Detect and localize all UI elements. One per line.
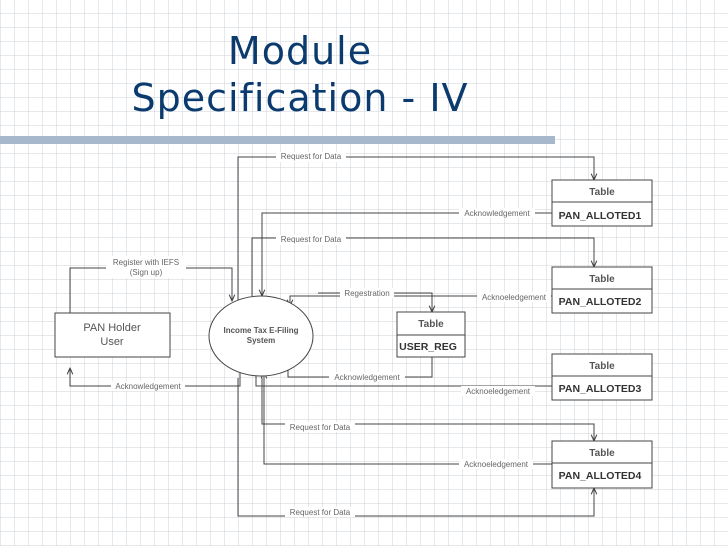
table-user-reg-name: USER_REG bbox=[399, 341, 457, 353]
label-request-3: Request for Data bbox=[290, 423, 351, 432]
label-ack-2: Acknoeledgement bbox=[482, 293, 547, 302]
title-line-2: Specification - IV bbox=[131, 76, 469, 120]
table-pan2-name: PAN_ALLOTED2 bbox=[559, 296, 642, 308]
label-request-2: Request for Data bbox=[281, 235, 342, 244]
flow-request-4 bbox=[237, 378, 594, 517]
slide-title: Module Specification - IV bbox=[90, 28, 510, 122]
table-pan4-name: PAN_ALLOTED4 bbox=[559, 470, 642, 482]
label-user-ack: Acknowledgement bbox=[115, 382, 181, 391]
label-ack-3: Acknoeledgement bbox=[466, 387, 531, 396]
process-label-line2: System bbox=[247, 336, 275, 345]
label-ack-4: Acknoeledgement bbox=[464, 460, 529, 469]
table-pan1-name: PAN_ALLOTED1 bbox=[559, 210, 642, 222]
flow-request-3 bbox=[261, 378, 594, 441]
title-underline-bar bbox=[0, 136, 555, 144]
label-registration: Regestration bbox=[344, 289, 389, 298]
table-pan4-header: Table bbox=[589, 448, 615, 459]
label-register-line1: Register with IEFS bbox=[113, 258, 179, 267]
label-request-1: Request for Data bbox=[281, 152, 342, 161]
table-pan3-header: Table bbox=[589, 361, 615, 372]
table-user-reg: Table USER_REG bbox=[396, 311, 466, 358]
title-line-1: Module bbox=[227, 29, 373, 73]
label-request-4: Request for Data bbox=[290, 508, 351, 517]
table-pan3-name: PAN_ALLOTED3 bbox=[559, 383, 642, 395]
flow-ack-1 bbox=[262, 212, 552, 296]
label-register-line2: (Sign up) bbox=[130, 268, 163, 277]
flow-request-2 bbox=[251, 237, 594, 296]
flow-request-1 bbox=[237, 156, 594, 300]
flow-ack-4 bbox=[264, 372, 552, 465]
table-pan1-header: Table bbox=[589, 187, 615, 198]
table-pan-alloted1: Table PAN_ALLOTED1 bbox=[551, 179, 653, 227]
table-pan-alloted2: Table PAN_ALLOTED2 bbox=[551, 266, 653, 314]
entity-label-line1: PAN Holder bbox=[83, 322, 141, 334]
entity-label-line2: User bbox=[100, 336, 124, 348]
label-reg-ack: Acknowledgement bbox=[334, 373, 400, 382]
process-income-tax-efiling: Income Tax E-Filing System bbox=[208, 295, 314, 377]
table-pan2-header: Table bbox=[589, 274, 615, 285]
label-ack-1: Acknowledgement bbox=[464, 209, 530, 218]
table-user-reg-header: Table bbox=[418, 319, 444, 330]
table-pan-alloted4: Table PAN_ALLOTED4 bbox=[551, 440, 653, 489]
flow-labels: Register with IEFS (Sign up) Acknowledge… bbox=[106, 152, 551, 517]
entity-pan-holder-user: PAN Holder User bbox=[54, 312, 171, 358]
process-label-line1: Income Tax E-Filing bbox=[224, 326, 299, 335]
table-pan-alloted3: Table PAN_ALLOTED3 bbox=[551, 353, 653, 401]
